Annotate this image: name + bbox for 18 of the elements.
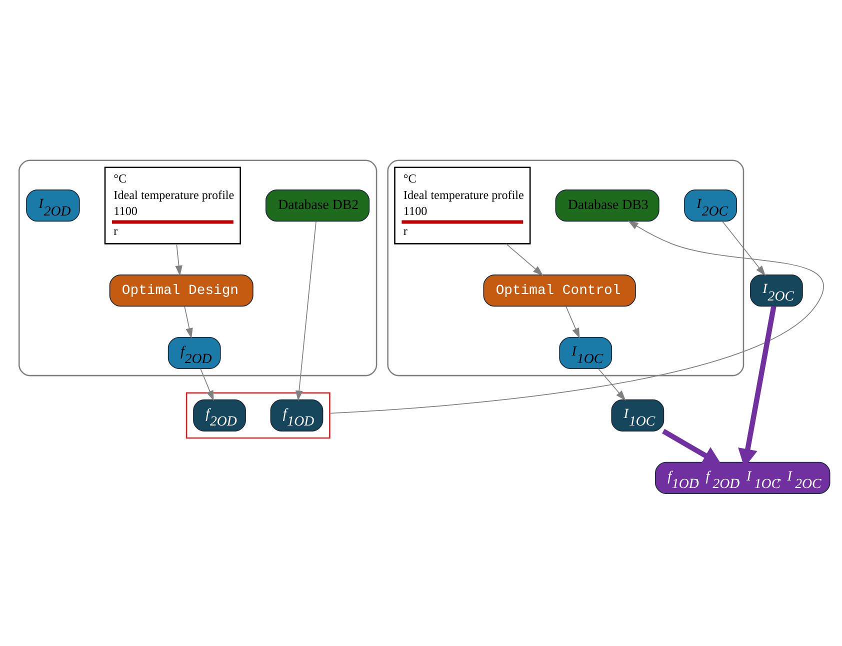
- arrow: [295, 220, 316, 401]
- node-box: °C Ideal temperature profile 1100 r: [394, 166, 531, 244]
- arrow: [662, 428, 722, 464]
- arrow: [506, 242, 544, 276]
- arrow: [175, 242, 182, 276]
- cluster: [387, 159, 744, 376]
- node-box: Database DB2: [266, 188, 370, 222]
- arrow: [184, 305, 193, 338]
- cluster: [186, 392, 330, 438]
- node-box: °C Ideal temperature profile 1100 r: [104, 166, 241, 244]
- cluster: [18, 159, 378, 376]
- node-box: Optimal Control: [483, 274, 636, 306]
- arrow: [722, 220, 766, 276]
- arrow: [598, 368, 626, 400]
- arrow: [200, 368, 214, 400]
- node-box: Optimal Design: [109, 274, 254, 306]
- arrow: [566, 305, 580, 338]
- node-box: Database DB3: [555, 188, 660, 222]
